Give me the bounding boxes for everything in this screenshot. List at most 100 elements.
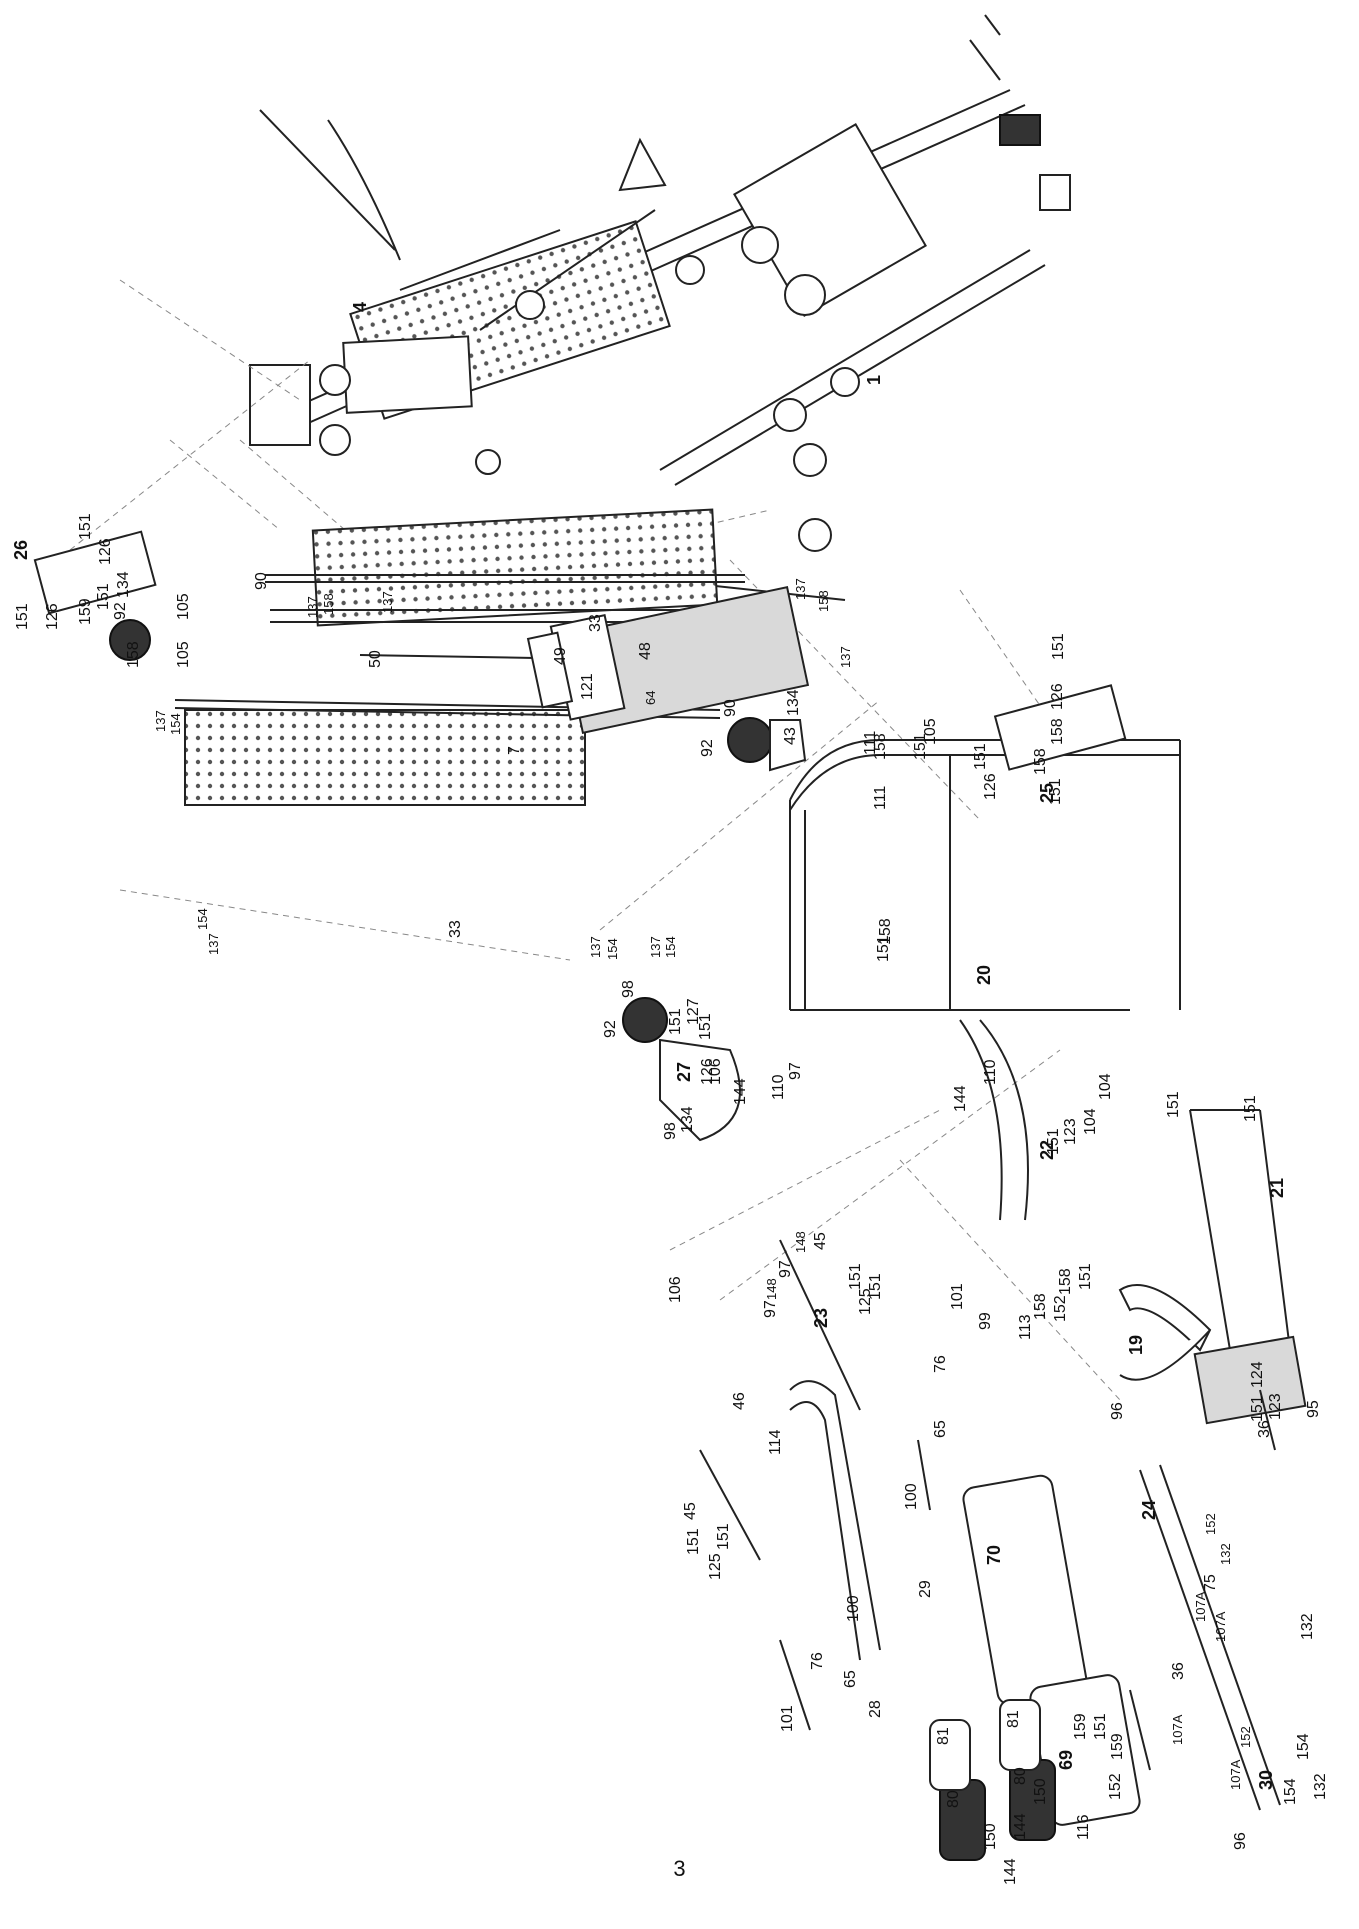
label-107a-b: 107A <box>1170 1714 1185 1745</box>
frame-22 <box>959 1019 1029 1221</box>
label-121: 121 <box>579 673 596 700</box>
label-137-f: 137 <box>380 591 395 613</box>
label-33-left: 33 <box>447 920 464 938</box>
label-134-b: 134 <box>785 689 802 716</box>
label-126-c: 126 <box>982 773 999 800</box>
label-25: 25 <box>1037 783 1057 803</box>
label-151-q: 151 <box>1165 1091 1182 1118</box>
label-116: 116 <box>1075 1814 1092 1840</box>
bracket-25 <box>993 684 1127 771</box>
label-152-d: 154 <box>1295 1733 1312 1760</box>
label-81-a: 81 <box>935 1727 952 1745</box>
label-151-v: 152 <box>1052 1295 1069 1322</box>
label-105-c: 105 <box>922 718 939 745</box>
label-125-a: 125 <box>707 1553 724 1580</box>
label-158-c: 158 <box>1032 748 1049 775</box>
label-80-b: 80 <box>1012 1767 1029 1785</box>
label-104-b: 104 <box>1097 1073 1114 1100</box>
frame-20 <box>789 739 1181 1011</box>
label-97-c: 97 <box>787 1062 804 1080</box>
label-137-e: 137 <box>305 596 320 618</box>
label-99: 99 <box>977 1312 994 1330</box>
label-144-c: 144 <box>1002 1858 1019 1885</box>
label-158-a: 158 <box>125 641 142 668</box>
assembled-machine <box>249 14 1071 601</box>
label-154-e: 158 <box>321 593 336 615</box>
label-36-b: 36 <box>1256 1420 1273 1438</box>
label-105-b: 105 <box>175 641 192 668</box>
label-159-a: 159 <box>77 598 94 625</box>
label-127: 127 <box>685 998 702 1025</box>
label-158-g: 158 <box>1032 1293 1049 1320</box>
label-154-a: 154 <box>168 713 183 735</box>
label-151-g: 151 <box>667 1008 684 1035</box>
label-107a-c: 107A <box>1213 1611 1228 1642</box>
label-19: 19 <box>1126 1335 1146 1355</box>
label-158-f: 158 <box>1057 1268 1074 1295</box>
label-96-a: 96 <box>1109 1402 1126 1420</box>
label-148-a: 148 <box>764 1278 779 1300</box>
label-70: 70 <box>984 1545 1004 1565</box>
label-1: 1 <box>864 375 884 385</box>
shroud-right <box>311 508 719 627</box>
label-111-b: 111 <box>872 786 889 810</box>
label-151-i: 151 <box>912 733 929 760</box>
label-151-c: 151 <box>95 583 112 610</box>
label-100-a: 100 <box>903 1483 920 1510</box>
label-24: 24 <box>1139 1500 1159 1520</box>
label-92-c: 92 <box>602 1020 619 1038</box>
label-152-a: 152 <box>1203 1513 1218 1535</box>
label-151-p: 151 <box>1077 1263 1094 1290</box>
label-151-m: 151 <box>847 1263 864 1290</box>
label-20: 20 <box>974 965 994 985</box>
label-81-b: 81 <box>1005 1710 1022 1728</box>
label-113: 113 <box>1017 1314 1034 1340</box>
label-144-a: 144 <box>952 1085 969 1112</box>
label-30: 30 <box>1256 1770 1276 1790</box>
bracket-26 <box>33 530 157 661</box>
label-114: 114 <box>767 1429 784 1455</box>
part-labels: 1 4 7 19 20 21 22 23 24 25 26 27 28 29 3… <box>11 302 1329 1885</box>
label-126-e: 126 <box>699 1058 716 1085</box>
weight-stack <box>526 585 810 735</box>
label-150-a: 150 <box>982 1823 999 1850</box>
label-26: 26 <box>11 540 31 560</box>
pulley-43 <box>622 717 807 1043</box>
label-75: 75 <box>1202 1574 1219 1592</box>
label-80-a: 80 <box>945 1790 962 1808</box>
label-148-b: 148 <box>793 1231 808 1253</box>
label-158-h: 159 <box>1072 1713 1089 1740</box>
label-110-a: 110 <box>770 1074 787 1100</box>
label-151-n: 151 <box>867 1273 884 1300</box>
label-107a-d: 107A <box>1228 1759 1243 1790</box>
label-4: 4 <box>350 302 370 312</box>
label-151-b: 151 <box>77 513 94 540</box>
label-151-k: 151 <box>685 1528 702 1555</box>
label-126-a: 126 <box>44 603 61 630</box>
label-154-b: 154 <box>195 908 210 930</box>
label-98-b: 98 <box>662 1122 679 1140</box>
label-137-h: 137 <box>838 646 853 668</box>
label-64: 64 <box>643 691 658 705</box>
label-29: 29 <box>917 1580 934 1598</box>
label-125-b: 125 <box>857 1288 874 1315</box>
label-132-a: 132 <box>1299 1613 1316 1640</box>
label-97-a: 97 <box>777 1260 794 1278</box>
guide-lines <box>69 279 1121 1401</box>
label-65-a: 65 <box>932 1420 949 1438</box>
label-152-b: 152 <box>1238 1726 1253 1748</box>
label-158-e: 158 <box>872 733 889 760</box>
label-46: 46 <box>731 1392 748 1410</box>
label-101-b: 101 <box>779 1705 796 1732</box>
label-137-g: 137 <box>793 578 808 600</box>
label-21: 21 <box>1267 1178 1287 1198</box>
label-144-d: 144 <box>1012 1813 1029 1840</box>
label-158-d: 158 <box>877 918 894 945</box>
label-154-f: 158 <box>816 590 831 612</box>
label-104-a: 104 <box>1082 1108 1099 1135</box>
label-132-c: 132 <box>1218 1543 1233 1565</box>
label-49: 49 <box>552 647 569 665</box>
label-151-a: 151 <box>14 603 31 630</box>
label-27: 27 <box>674 1062 694 1082</box>
pad-70 <box>962 1474 1088 1706</box>
